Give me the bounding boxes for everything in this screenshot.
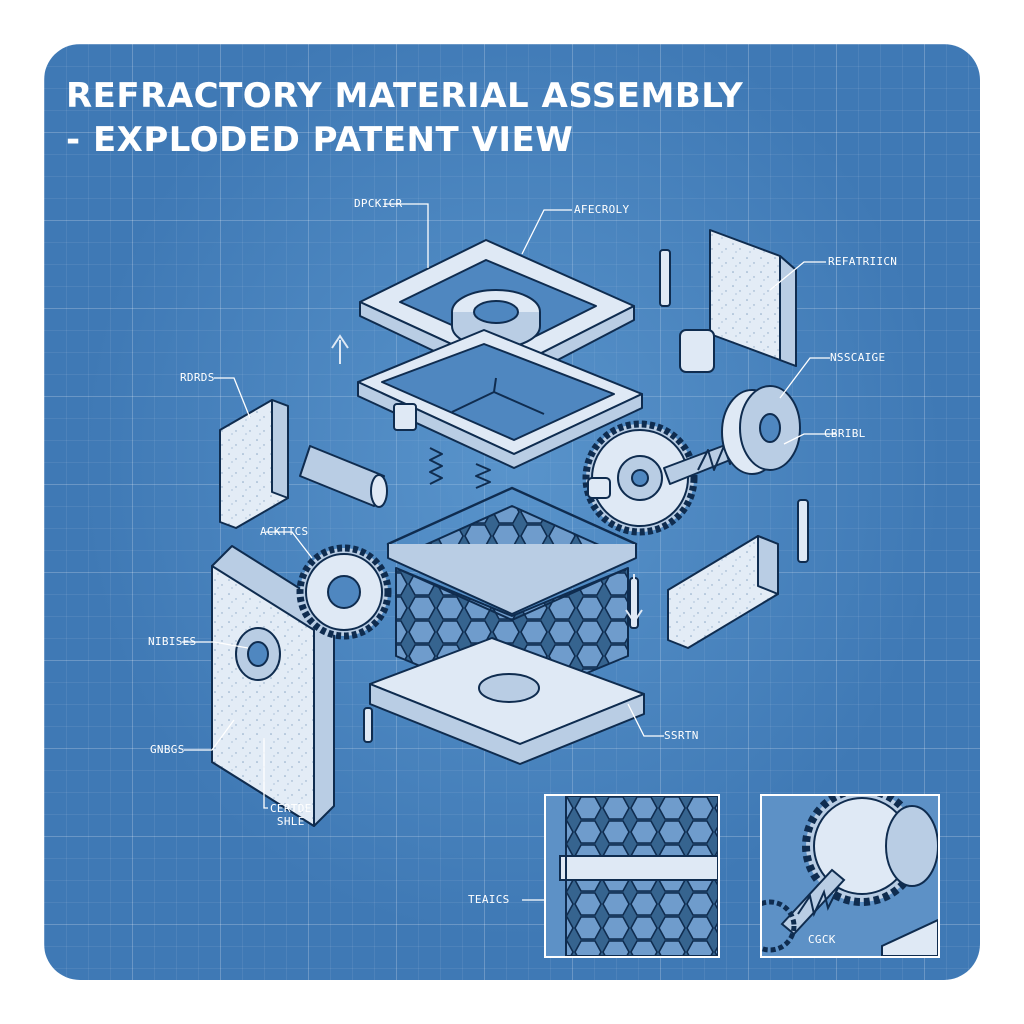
label-bottom-center: SSRTN <box>664 729 699 742</box>
spring-upper <box>475 463 491 489</box>
refractory-tile-right <box>709 229 797 367</box>
detail-inset-honeycomb <box>544 794 720 958</box>
bearing-ring-top <box>451 289 541 349</box>
label-bottom-left-line-1: CERTDE <box>270 802 312 815</box>
diagram-title: REFRACTORY MATERIAL ASSEMBLY - EXPLODED … <box>66 74 743 162</box>
label-right-middle: NSSCAIGE <box>830 351 886 364</box>
pin-right <box>797 499 809 563</box>
label-top-center: AFECROLY <box>574 203 630 216</box>
title-line-2: - EXPLODED PATENT VIEW <box>66 120 574 160</box>
bracket-clip <box>393 403 417 431</box>
end-cap <box>679 329 715 373</box>
label-left-middle: ACKTTCS <box>260 525 309 538</box>
middle-frame <box>357 329 643 469</box>
direction-arrows <box>331 334 643 624</box>
blueprint-sheet: REFRACTORY MATERIAL ASSEMBLY - EXPLODED … <box>44 44 980 980</box>
base-plate <box>369 637 645 765</box>
label-top-left: DPCKICR <box>354 197 403 210</box>
label-bottom-left-line-2: SHLE <box>276 815 305 828</box>
label-left-lower: NIBISES <box>148 635 197 648</box>
label-right-lower: CBRIBL <box>824 427 866 440</box>
label-left-bottom: GNBGS <box>150 743 185 756</box>
label-inset-1: TEAICS <box>468 893 510 906</box>
drive-gear-left <box>296 544 392 640</box>
small-bushing <box>587 477 611 499</box>
knurled-cylinder <box>299 445 388 508</box>
inset-honeycomb-drawing <box>559 796 718 956</box>
pin-top-right <box>659 249 671 307</box>
spring-left <box>429 447 443 485</box>
label-bottom-left: CERTDE SHLE <box>270 802 312 828</box>
exploded-assembly-drawing <box>182 203 836 941</box>
detail-inset-spring-gear <box>760 794 940 958</box>
label-inset-2: CGCK <box>808 933 836 946</box>
label-left-top: RDRDS <box>180 371 215 384</box>
leader-lines <box>182 203 836 809</box>
title-line-1: REFRACTORY MATERIAL ASSEMBLY <box>66 76 744 116</box>
inset-spring-drawing <box>762 796 938 956</box>
refractory-tile-left <box>219 399 289 529</box>
label-right-top: REFATRIICN <box>828 255 898 268</box>
drive-gear-right <box>582 420 698 536</box>
pin-bottom-left <box>363 707 373 743</box>
wedge-plate-right <box>667 535 779 649</box>
pulley-wheel <box>721 385 801 475</box>
